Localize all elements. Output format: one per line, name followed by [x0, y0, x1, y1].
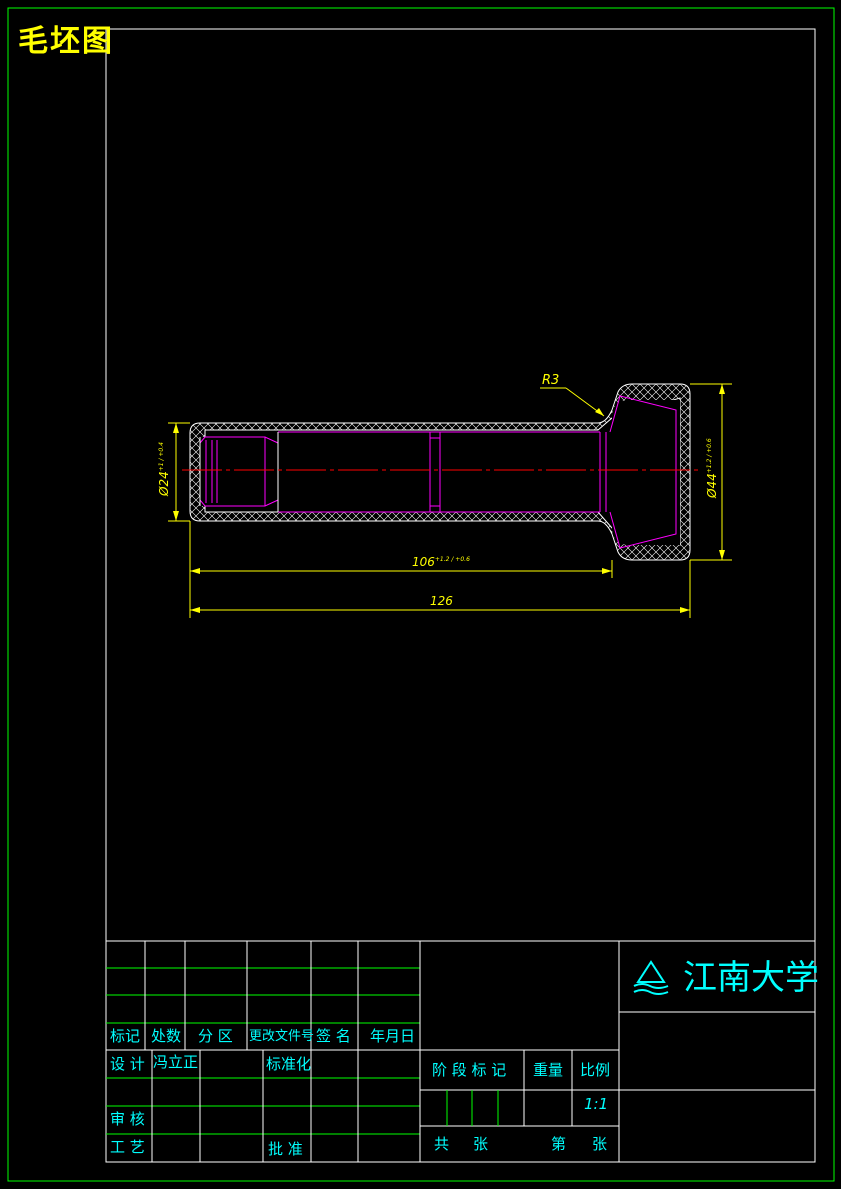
outer-frame	[7, 7, 835, 1182]
total-label: 共	[434, 1135, 450, 1153]
university-name: 江南大学	[683, 958, 819, 998]
sheets-label-1: 张	[473, 1135, 489, 1153]
dim-left-diameter: Ø24+1 / +0.4	[157, 442, 171, 497]
title-block-lines	[105, 940, 816, 1163]
body-outline	[199, 432, 279, 512]
weight-label: 重量	[533, 1061, 564, 1079]
standardize-label: 标准化	[266, 1055, 312, 1073]
sheets-label-2: 张	[592, 1135, 608, 1153]
review-label: 审 核	[110, 1110, 145, 1128]
col-zone: 分 区	[198, 1027, 233, 1045]
design-label: 设 计	[110, 1055, 145, 1073]
col-count: 处数	[151, 1027, 182, 1045]
dimension-texts: Ø24+1 / +0.4 Ø44+1.2 / +0.6 106+1.2 / +0…	[157, 373, 719, 608]
dim-right-diameter: Ø44+1.2 / +0.6	[705, 438, 719, 499]
dim-length-main: 106+1.2 / +0.6	[412, 555, 470, 569]
col-date: 年月日	[370, 1027, 416, 1045]
designer-name: 冯立正	[153, 1053, 199, 1071]
col-mark: 标记	[110, 1027, 141, 1045]
scale-value: 1:1	[584, 1095, 609, 1113]
sheet-title: 毛坯图	[18, 24, 114, 59]
dim-length-total: 126	[430, 594, 453, 608]
nth-label: 第	[551, 1135, 567, 1153]
part-contour	[199, 395, 677, 549]
scale-label: 比例	[580, 1061, 611, 1079]
craft-label: 工 艺	[110, 1138, 145, 1156]
col-sign: 签 名	[316, 1027, 351, 1045]
part-section	[182, 383, 700, 561]
university-logo-icon	[633, 960, 669, 995]
col-doc: 更改文件号	[249, 1029, 315, 1044]
approve-label: 批 准	[268, 1140, 303, 1158]
radius-label: R3	[542, 373, 559, 388]
dimensions	[168, 383, 732, 618]
stage-mark-label: 阶 段 标 记	[432, 1061, 507, 1079]
